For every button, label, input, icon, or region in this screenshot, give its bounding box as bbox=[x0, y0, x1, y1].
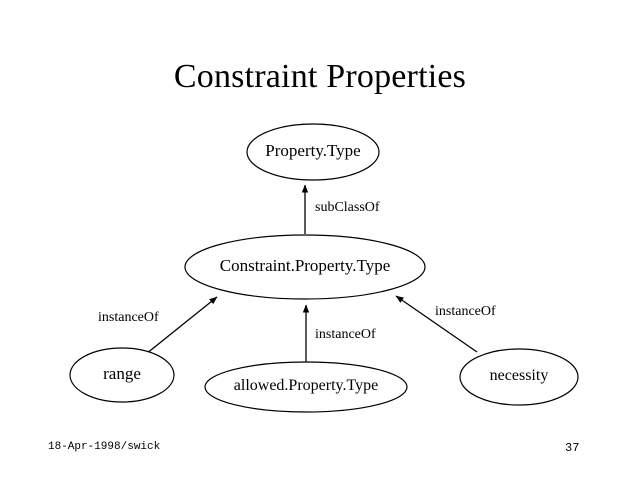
node-allowed-property-type[interactable] bbox=[204, 361, 408, 413]
node-property-type[interactable] bbox=[246, 123, 380, 181]
edge-label-subclassof: subClassOf bbox=[315, 200, 380, 215]
edge-label-instanceof-allowed: instanceOf bbox=[315, 327, 376, 342]
footer-date-author: 18-Apr-1998/swick bbox=[48, 441, 161, 453]
node-constraint-property-type[interactable] bbox=[184, 234, 426, 300]
edge-label-instanceof-necessity: instanceOf bbox=[435, 304, 496, 319]
footer-page-number: 37 bbox=[565, 441, 580, 455]
node-range[interactable] bbox=[69, 347, 175, 403]
edge-instanceof-range-line bbox=[145, 296, 218, 355]
page-title: Constraint Properties bbox=[173, 58, 467, 95]
node-necessity[interactable] bbox=[459, 348, 579, 406]
edge-label-instanceof-range: instanceOf bbox=[98, 310, 159, 325]
edge-instanceof-necessity-line bbox=[395, 295, 478, 353]
